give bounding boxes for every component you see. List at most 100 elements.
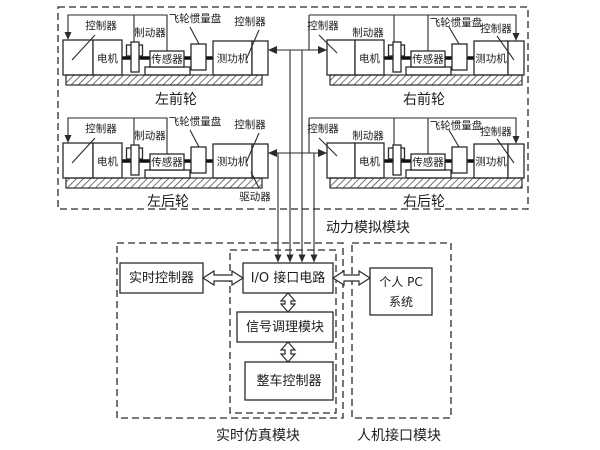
dynamometer-box: [212, 40, 253, 76]
label-pointer: [245, 132, 260, 164]
flywheel-label: 飞轮惯量盘: [169, 12, 222, 25]
down-arrow-icon: [274, 254, 282, 263]
brake-disc-icon: [392, 144, 402, 176]
sensor-box: [149, 153, 185, 171]
right-arrow-icon: [318, 149, 327, 157]
dynamometer-label: 测功机: [217, 155, 249, 168]
sensor-box: [410, 50, 446, 68]
controller-label: 控制器: [234, 118, 266, 131]
double-arrow-rtc-io: [201, 269, 245, 287]
controller-label: 控制器: [85, 122, 117, 135]
down-arrow-icon: [286, 254, 294, 263]
double-arrow-signal-vcu: [279, 341, 297, 363]
flywheel-disc-icon: [190, 146, 207, 174]
realtime-controller-label: 实时控制器: [129, 271, 194, 286]
ground-base: [329, 74, 523, 86]
motor-box: [354, 39, 385, 76]
motor-controller-box: [326, 142, 356, 179]
module-front-left: 控制器 制动器 飞轮惯量盘 控制器 电机 传感器 测功机 左前轮: [62, 12, 269, 108]
brake-disc-icon: [130, 41, 140, 73]
motor-label: 电机: [97, 155, 118, 168]
trunk-lines: [274, 50, 318, 263]
down-arrow-icon: [310, 254, 318, 263]
brake-label: 制动器: [352, 129, 384, 142]
label-pointer: [318, 137, 338, 157]
power-sim-module-boundary: [57, 6, 529, 210]
down-arrow-icon: [512, 33, 520, 41]
pc-system-label-line2: 系统: [389, 295, 413, 309]
motor-controller-box: [62, 39, 94, 76]
flywheel-disc-icon: [451, 43, 468, 71]
down-arrow-icon: [64, 135, 72, 143]
label-pointer: [318, 34, 338, 54]
motor-controller-box: [326, 39, 356, 76]
label-pointer: [245, 29, 260, 61]
flywheel-label: 飞轮惯量盘: [430, 16, 483, 29]
label-pointer: [448, 129, 460, 148]
label-pointer: [189, 129, 200, 148]
motor-box: [354, 142, 385, 179]
motor-controller-box: [62, 142, 94, 179]
controller-wiring: [309, 117, 520, 154]
dynamometer-box: [212, 143, 253, 179]
motor-box: [92, 39, 123, 76]
front-row-connector: [268, 15, 327, 54]
rear-row-connector: [268, 118, 327, 157]
flywheel-disc-icon: [451, 146, 468, 174]
section-label-power-sim: 动力模拟模块: [326, 220, 410, 236]
section-label-realtime-sim: 实时仿真模块: [216, 428, 300, 444]
sensor-pedestal: [144, 169, 191, 179]
brake-label: 制动器: [134, 129, 166, 142]
motor-label: 电机: [359, 52, 380, 65]
left-arrow-icon: [268, 149, 277, 157]
brake-label: 制动器: [134, 26, 166, 39]
motor-label: 电机: [97, 52, 118, 65]
double-arrow-io-signal: [279, 292, 297, 313]
module-rear-right: 控制器 制动器 飞轮惯量盘 控制器 电机 传感器 测功机 右后轮: [307, 117, 525, 210]
realtime-sim-module-boundary: [116, 242, 344, 419]
controller-wiring: [309, 14, 520, 51]
section-label-hmi: 人机接口模块: [357, 427, 441, 444]
io-stack-inner-boundary: [229, 249, 337, 414]
sensor-label: 传感器: [412, 53, 444, 66]
signal-conditioning-label: 信号调理模块: [246, 320, 324, 335]
label-pointer: [496, 138, 515, 164]
wheel-name-rear-left: 左后轮: [147, 194, 189, 210]
brake-disc-icon: [392, 41, 402, 73]
module-rear-left: 控制器 制动器 飞轮惯量盘 控制器 电机 传感器 测功机 驱动器 左后轮: [62, 115, 271, 210]
realtime-controller-box: [119, 262, 204, 294]
controller-wiring: [64, 14, 168, 51]
label-pointer: [250, 171, 260, 189]
wheel-name-front-right: 右前轮: [403, 91, 445, 108]
io-interface-label: I/O 接口电路: [251, 270, 326, 286]
controller-wiring: [64, 117, 168, 154]
sensor-pedestal: [144, 66, 191, 76]
controller-label: 控制器: [85, 19, 117, 32]
controller-label: 控制器: [307, 122, 339, 135]
controller-label: 控制器: [480, 22, 512, 35]
brake-label: 制动器: [352, 26, 384, 39]
module-front-right: 控制器 制动器 飞轮惯量盘 控制器 电机 传感器 测功机 右前轮: [307, 14, 525, 108]
label-pointer: [448, 26, 460, 45]
wheel-name-front-left: 左前轮: [155, 91, 197, 108]
label-pointer: [496, 35, 515, 61]
flywheel-disc-icon: [190, 43, 207, 71]
wheel-name-rear-right: 右后轮: [403, 194, 445, 210]
controller-label: 控制器: [480, 125, 512, 138]
dynamometer-label: 测功机: [475, 52, 507, 65]
dynamometer-label: 测功机: [475, 155, 507, 168]
pc-system-label-line1: 个人 PC: [379, 275, 422, 289]
sensor-pedestal: [405, 66, 452, 76]
sensor-pedestal: [405, 169, 452, 179]
pc-system-box: [369, 267, 433, 316]
controller-label: 控制器: [234, 15, 266, 28]
sensor-label: 传感器: [151, 53, 183, 66]
dyno-controller-box: [251, 40, 269, 76]
controller-label: 控制器: [307, 19, 339, 32]
hmi-module-boundary: [351, 242, 452, 419]
label-pointer: [71, 34, 96, 61]
sensor-box: [149, 50, 185, 68]
sensor-label: 传感器: [412, 156, 444, 169]
